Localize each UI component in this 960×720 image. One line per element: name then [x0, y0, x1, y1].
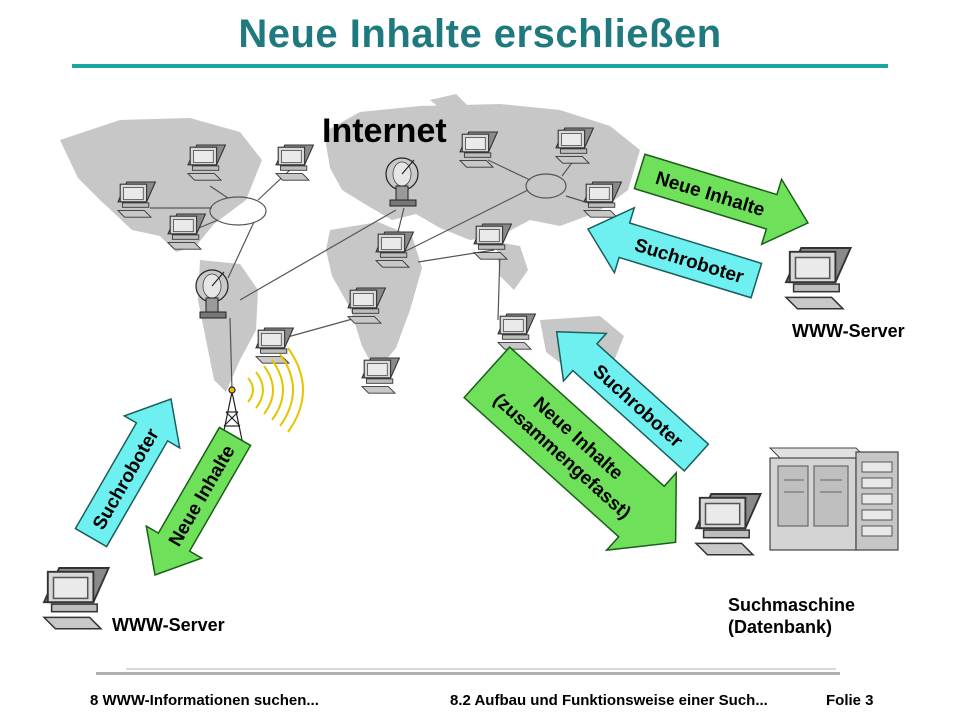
- computer-icon: [361, 357, 400, 394]
- title-rule: [72, 64, 888, 68]
- www-server-right-label: WWW-Server: [792, 321, 905, 341]
- computer-icon: [583, 181, 622, 218]
- radio-waves: [247, 347, 304, 433]
- search-engine-label: Suchmaschine (Datenbank): [728, 594, 855, 638]
- computer-icon: [497, 313, 536, 350]
- search-engine-label-line1: Suchmaschine: [728, 595, 856, 615]
- computer-icon: [275, 144, 314, 181]
- footer-section: 8.2 Aufbau und Funktionsweise einer Such…: [450, 692, 768, 709]
- footer-chapter: 8 WWW-Informationen suchen...: [90, 692, 319, 709]
- search-engine-label-line2: (Datenbank): [728, 617, 833, 637]
- search-engine-computer-icon: [695, 493, 762, 556]
- server-rack-icon: [768, 447, 899, 551]
- slide-title: Neue Inhalte erschließen: [238, 12, 722, 56]
- footer-slide-number: Folie 3: [826, 692, 874, 709]
- www-server-right-icon: [785, 247, 852, 310]
- footer-rule-light: [126, 668, 836, 670]
- www-server-left-label: WWW-Server: [112, 615, 225, 635]
- internet-label: Internet: [322, 112, 447, 150]
- computer-icon: [255, 327, 294, 364]
- network-links: [150, 159, 593, 391]
- www-server-left-icon: [43, 567, 110, 630]
- footer-rule: [96, 672, 840, 675]
